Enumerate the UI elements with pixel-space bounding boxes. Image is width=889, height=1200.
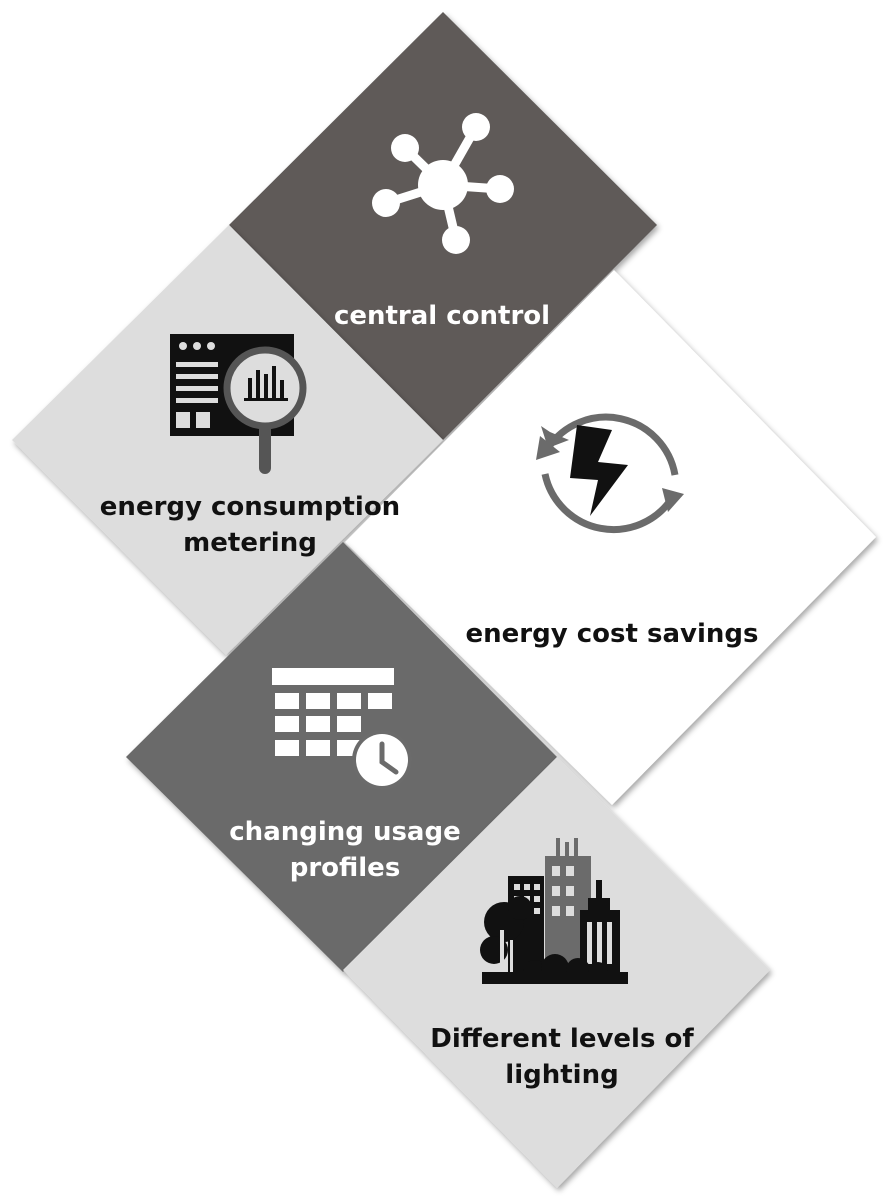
tile-label-central-control: central control xyxy=(333,301,551,331)
tile-label-different-levels-of-lighting: Different levels of lighting xyxy=(430,1024,694,1090)
tile-energy-consumption-metering xyxy=(12,225,443,655)
lightning-cycle-icon xyxy=(536,413,684,534)
tile-label-changing-usage-profiles: changing usage profiles xyxy=(229,817,461,883)
tile-central-control xyxy=(229,12,657,440)
tile-label-energy-consumption-metering: energy consumption metering xyxy=(99,492,401,558)
calendar-clock-icon xyxy=(272,668,412,790)
city-buildings-icon xyxy=(480,838,628,984)
tile-label-energy-cost-savings: energy cost savings xyxy=(465,619,759,649)
tile-energy-cost-savings xyxy=(345,270,876,805)
network-hub-icon xyxy=(372,113,514,254)
dashboard-magnifier-icon xyxy=(170,334,307,474)
